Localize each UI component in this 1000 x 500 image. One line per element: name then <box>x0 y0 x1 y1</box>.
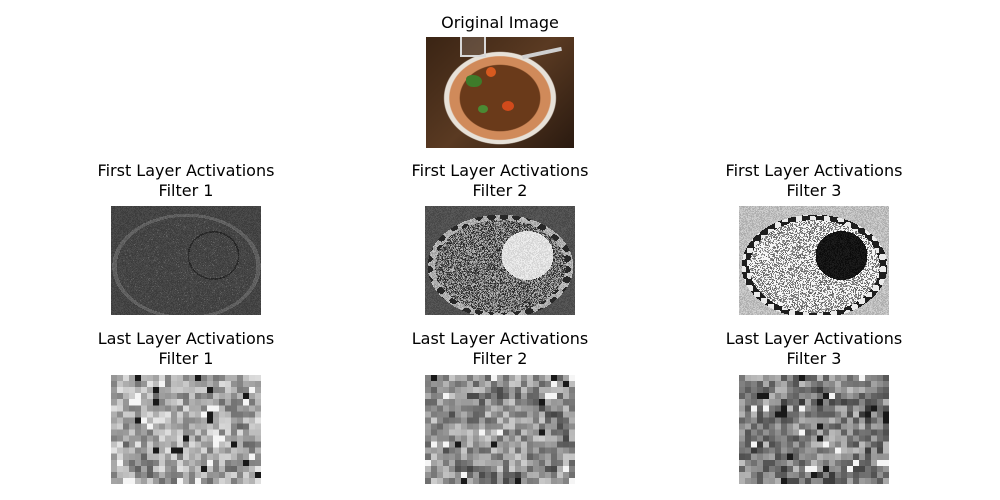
last-layer-filter-3-title: Last Layer Activations Filter 3 <box>725 329 903 368</box>
first-layer-filter-1-title: First Layer Activations Filter 1 <box>97 161 275 200</box>
first-layer-filter-2-image <box>425 206 575 315</box>
first-layer-filter-2-title: First Layer Activations Filter 2 <box>411 161 589 200</box>
last-layer-filter-3-image <box>739 375 889 484</box>
last-layer-filter-2-title: Last Layer Activations Filter 2 <box>411 329 589 368</box>
first-layer-filter-3-image <box>739 206 889 315</box>
glass-shape <box>460 37 486 57</box>
vegetable-shape <box>478 105 488 113</box>
first-layer-filter-3-title: First Layer Activations Filter 3 <box>725 161 903 200</box>
original-image-title: Original Image <box>441 13 559 32</box>
original-image <box>426 37 574 148</box>
last-layer-filter-2-image <box>425 375 575 484</box>
vegetable-shape <box>502 101 514 111</box>
vegetable-shape <box>486 67 496 77</box>
first-layer-filter-1-image <box>111 206 261 315</box>
last-layer-filter-1-title: Last Layer Activations Filter 1 <box>97 329 275 368</box>
fork-shape <box>522 46 562 60</box>
vegetable-shape <box>466 75 482 87</box>
last-layer-filter-1-image <box>111 375 261 484</box>
